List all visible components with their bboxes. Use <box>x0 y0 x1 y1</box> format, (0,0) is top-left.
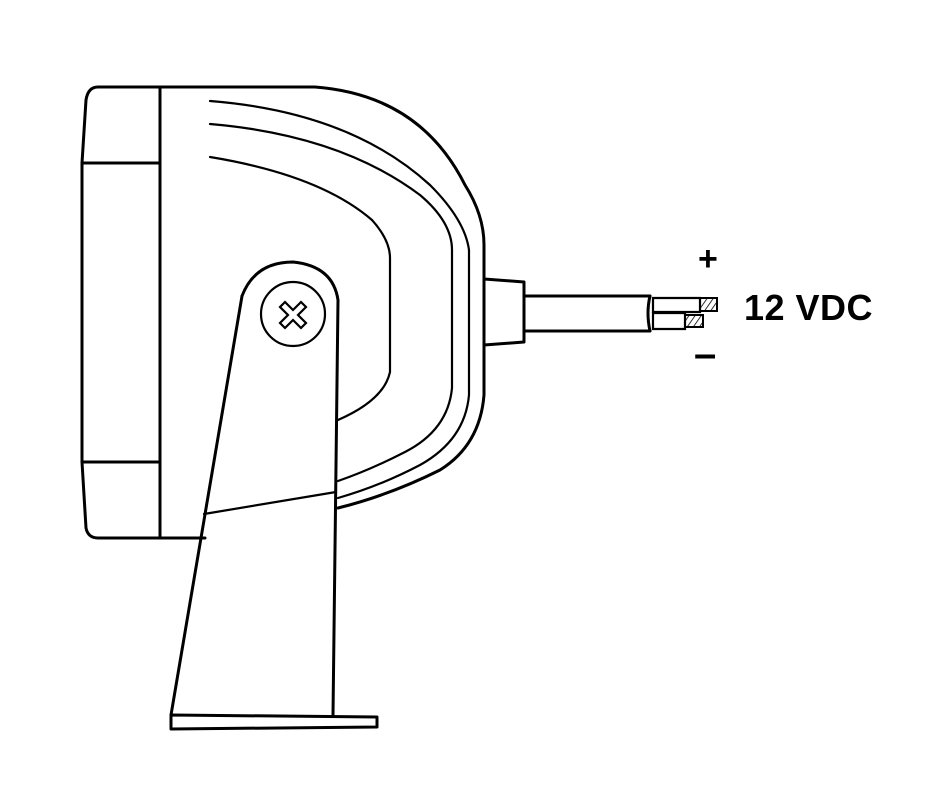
positive-wire-insulation <box>651 296 702 314</box>
positive-terminal-label: + <box>698 240 718 278</box>
negative-terminal-label: – <box>694 332 717 376</box>
lamp-housing <box>158 85 486 540</box>
voltage-label: 12 VDC <box>744 287 874 328</box>
negative-wire-insulation <box>651 311 687 331</box>
front-bezel <box>80 85 162 540</box>
cable-gland <box>482 277 526 347</box>
pivot-screw <box>259 280 327 348</box>
mounting-bracket <box>169 260 379 731</box>
power-cable <box>522 294 718 333</box>
negative-wire-strands <box>684 314 704 328</box>
positive-wire-strands <box>699 297 718 312</box>
